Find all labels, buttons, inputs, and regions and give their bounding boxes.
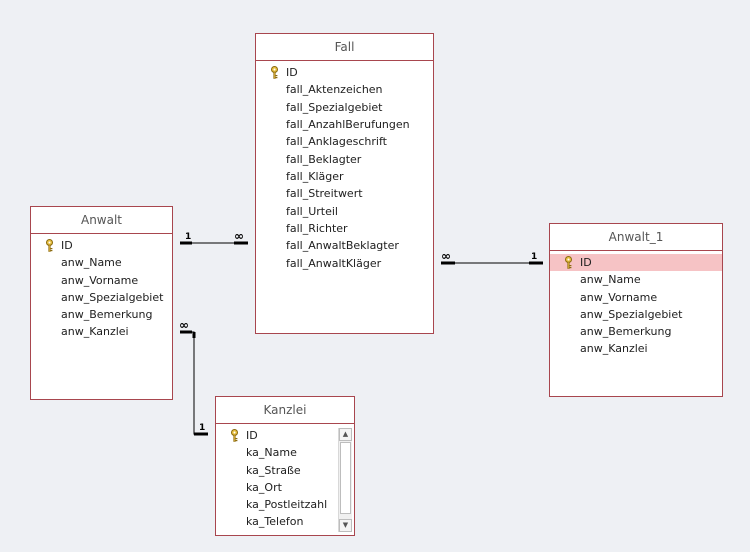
field-label: anw_Vorname [580, 290, 658, 304]
field-row[interactable]: fall_Spezialgebiet [256, 99, 433, 116]
table-title[interactable]: Fall [256, 34, 433, 61]
field-list: ID ka_Name ka_Straße ka_Ort ka_Postleitz… [216, 424, 354, 531]
field-label: fall_Spezialgebiet [286, 100, 383, 114]
vertical-scrollbar[interactable]: ▲ ▼ [338, 428, 352, 532]
field-label: ka_Postleitzahl [246, 498, 328, 512]
rel-fall-anwalt1-one-label: 1 [531, 252, 537, 262]
field-row[interactable]: anw_Bemerkung [31, 306, 172, 323]
rel-kanzlei-anwalt-one-label: 1 [199, 423, 205, 433]
field-label: anw_Bemerkung [580, 325, 672, 339]
field-label: fall_Anklageschrift [286, 135, 387, 149]
field-list: ID fall_Aktenzeichen fall_Spezialgebiet … [256, 61, 433, 272]
field-label: fall_Richter [286, 222, 348, 236]
field-label: ka_Ort [246, 480, 282, 494]
field-label: anw_Kanzlei [61, 325, 129, 339]
rel-kanzlei-anwalt-many-label: ∞ [179, 318, 189, 332]
field-label: anw_Kanzlei [580, 342, 648, 356]
field-row[interactable]: fall_AnwaltBeklagter [256, 237, 433, 254]
field-label: fall_Streitwert [286, 187, 363, 201]
key-icon [271, 66, 278, 79]
field-row[interactable]: ID [256, 64, 433, 81]
field-label: fall_AnzahlBerufungen [286, 118, 410, 132]
field-row[interactable]: fall_AnzahlBerufungen [256, 116, 433, 133]
field-label: fall_Beklagter [286, 152, 362, 166]
field-label: fall_AnwaltKläger [286, 256, 382, 270]
field-list: ID anw_Name anw_Vorname anw_Spezialgebie… [550, 251, 722, 358]
field-label: ID [61, 239, 73, 252]
table-anwalt[interactable]: Anwalt ID anw_Name anw_Vorname anw_Spezi… [30, 206, 173, 400]
field-list: ID anw_Name anw_Vorname anw_Spezialgebie… [31, 234, 172, 341]
field-row[interactable]: anw_Vorname [550, 289, 722, 306]
table-anwalt-1[interactable]: Anwalt_1 ID anw_Name anw_Vorname anw_Spe… [549, 223, 723, 397]
field-row[interactable]: ka_Straße [216, 462, 354, 479]
field-row[interactable]: fall_Aktenzeichen [256, 81, 433, 98]
key-icon [46, 239, 53, 252]
key-icon [565, 256, 572, 269]
key-icon [231, 429, 238, 442]
field-row[interactable]: anw_Name [550, 271, 722, 288]
field-row[interactable]: fall_AnwaltKläger [256, 255, 433, 272]
field-row[interactable]: ka_Postleitzahl [216, 496, 354, 513]
rel-anwalt-fall-many-label: ∞ [234, 229, 244, 243]
field-label: anw_Bemerkung [61, 308, 153, 322]
table-title[interactable]: Anwalt [31, 207, 172, 234]
field-label: fall_AnwaltBeklagter [286, 239, 399, 253]
field-row[interactable]: ID [216, 427, 354, 444]
field-row[interactable]: fall_Streitwert [256, 185, 433, 202]
table-fall[interactable]: Fall ID fall_Aktenzeichen fall_Spezialge… [255, 33, 434, 334]
field-label: fall_Aktenzeichen [286, 83, 383, 97]
field-label: anw_Vorname [61, 273, 139, 287]
field-row[interactable]: anw_Bemerkung [550, 323, 722, 340]
field-label: ka_Name [246, 446, 297, 460]
field-label: anw_Name [580, 273, 641, 287]
field-row[interactable]: anw_Spezialgebiet [31, 289, 172, 306]
rel-fall-anwalt1-many-label: ∞ [441, 249, 451, 263]
field-row[interactable]: anw_Name [31, 254, 172, 271]
scroll-up-arrow-icon[interactable]: ▲ [339, 428, 352, 441]
field-row[interactable]: fall_Kläger [256, 168, 433, 185]
field-label: ID [580, 256, 592, 269]
table-kanzlei[interactable]: Kanzlei ID ka_Name ka_Straße ka_Ort ka_P… [215, 396, 355, 536]
field-label: fall_Kläger [286, 170, 344, 184]
relationship-fall-anwalt1[interactable]: ∞ 1 [441, 249, 543, 265]
field-label: ka_Telefon [246, 515, 304, 529]
field-row-selected[interactable]: ID [550, 254, 722, 272]
field-label: ka_Straße [246, 463, 301, 477]
field-label: anw_Spezialgebiet [580, 307, 683, 321]
field-row[interactable]: ID [31, 237, 172, 254]
field-row[interactable]: anw_Kanzlei [550, 340, 722, 357]
scroll-down-arrow-icon[interactable]: ▼ [339, 519, 352, 532]
field-row[interactable]: fall_Richter [256, 220, 433, 237]
table-title[interactable]: Kanzlei [216, 397, 354, 424]
field-row[interactable]: ka_Telefon [216, 513, 354, 530]
field-label: fall_Urteil [286, 204, 338, 218]
rel-anwalt-fall-one-label: 1 [185, 232, 191, 242]
field-row[interactable]: ka_Name [216, 444, 354, 461]
field-label: anw_Name [61, 256, 122, 270]
field-row[interactable]: fall_Anklageschrift [256, 133, 433, 150]
field-row[interactable]: anw_Spezialgebiet [550, 306, 722, 323]
relationship-kanzlei-anwalt[interactable]: ∞ 1 [179, 318, 208, 436]
relationship-anwalt-fall[interactable]: 1 ∞ [180, 229, 248, 245]
field-row[interactable]: anw_Kanzlei [31, 323, 172, 340]
field-row[interactable]: ka_Ort [216, 479, 354, 496]
field-label: anw_Spezialgebiet [61, 290, 164, 304]
field-label: ID [246, 429, 258, 442]
scroll-thumb[interactable] [340, 442, 351, 514]
field-label: ID [286, 66, 298, 79]
field-row[interactable]: fall_Beklagter [256, 151, 433, 168]
table-title[interactable]: Anwalt_1 [550, 224, 722, 251]
field-row[interactable]: fall_Urteil [256, 203, 433, 220]
field-row[interactable]: anw_Vorname [31, 272, 172, 289]
